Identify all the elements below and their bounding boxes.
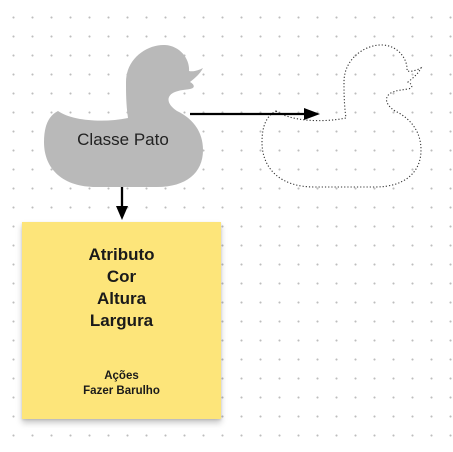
- arrow-to-note: [116, 187, 128, 220]
- arrow-to-instance: [190, 108, 320, 120]
- duck-class-label: Classe Pato: [77, 130, 169, 149]
- note-attributes: Atributo Cor Altura Largura: [22, 244, 221, 332]
- note-action-line: Ações: [104, 370, 139, 382]
- duck-instance-outline[interactable]: [261, 44, 422, 188]
- note-actions: Ações Fazer Barulho: [22, 369, 221, 399]
- note-action-line: Fazer Barulho: [83, 385, 160, 397]
- note-attribute-line: Altura: [96, 289, 147, 308]
- duck-class-shape[interactable]: [44, 44, 203, 187]
- note-attribute-line: Atributo: [88, 245, 155, 264]
- sticky-note[interactable]: Atributo Cor Altura Largura Ações Fazer …: [22, 222, 221, 419]
- note-attribute-line: Cor: [106, 267, 137, 286]
- note-attribute-line: Largura: [89, 311, 154, 330]
